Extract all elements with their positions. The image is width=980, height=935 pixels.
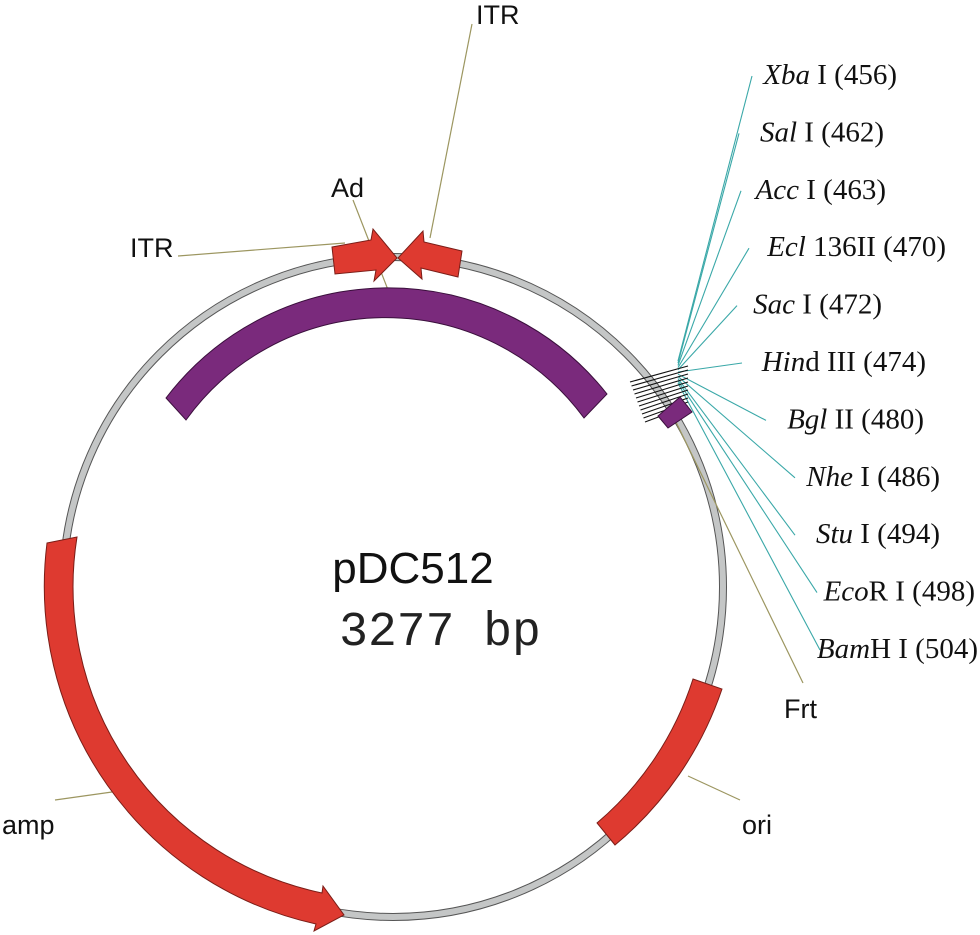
plasmid-size: 3277 bp (339, 606, 541, 660)
restriction-site-leader (677, 75, 753, 362)
restriction-site-leader (677, 247, 750, 368)
restriction-site-label: Nhe I (486) (805, 461, 940, 493)
ori-block (596, 678, 723, 846)
label-itr-left: ITR (130, 233, 174, 263)
itr-left-arrow (331, 227, 398, 283)
restriction-site-leader (677, 305, 738, 371)
label-amp: amp (2, 810, 55, 840)
restriction-site-label: Xba I (456) (762, 59, 897, 91)
restriction-site-label: Sac I (472) (753, 289, 882, 321)
label-frt: Frt (784, 694, 817, 724)
restriction-site-leader (677, 133, 740, 364)
frt-box (657, 396, 693, 429)
leader-itr-left (177, 242, 346, 257)
label-ori: ori (742, 810, 772, 840)
restriction-site-leader (677, 380, 818, 593)
leader-ori (687, 775, 741, 801)
mcs-hatch-line (629, 365, 689, 383)
leader-frt (674, 419, 804, 684)
label-itr-top: ITR (476, 0, 520, 30)
restriction-site-label: Sal I (462) (760, 116, 884, 148)
restriction-site-leader (677, 382, 821, 651)
amp-arrow (43, 536, 345, 932)
mcs-hatch-line (632, 373, 689, 391)
restriction-site-label: Hind III (474) (761, 346, 926, 378)
restriction-site-label: Bgl II (480) (787, 403, 924, 435)
restriction-site-leader (677, 378, 796, 536)
restriction-site-label: Acc I (463) (754, 174, 886, 206)
mcs-hatch-line (634, 377, 689, 395)
mcs-hatch-line (638, 389, 689, 407)
ad-region-arc (165, 287, 608, 421)
mcs-hatch-line (635, 381, 689, 399)
itr-right-arrow (397, 229, 463, 281)
restriction-site-label: Stu I (494) (816, 518, 940, 550)
restriction-site-label: BamH I (504) (817, 633, 978, 665)
mcs-hatch-line (637, 385, 689, 403)
restriction-site-leader (677, 190, 742, 366)
plasmid-name: pDC512 (332, 544, 493, 593)
restriction-site-label: Ecl 136II (470) (766, 231, 946, 263)
leader-itr-top (429, 23, 473, 239)
restriction-site-leader (677, 362, 743, 373)
leader-amp (54, 791, 113, 801)
restriction-site-leader (677, 373, 767, 421)
restriction-site-leader (677, 375, 796, 479)
label-ad: Ad (331, 173, 364, 203)
restriction-site-label: EcoR I (498) (823, 576, 975, 608)
mcs-hatch-line (631, 369, 689, 387)
